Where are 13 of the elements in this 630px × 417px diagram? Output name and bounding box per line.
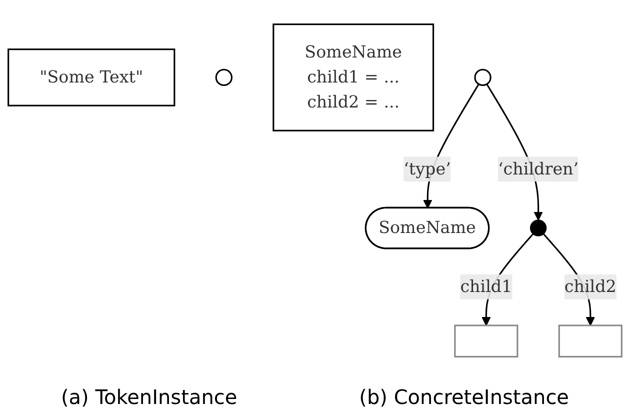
edge-label: ‘children’ — [498, 158, 579, 179]
node-circle — [474, 68, 492, 86]
subfigure-caption: (a) TokenInstance — [60, 385, 238, 409]
node-circle — [530, 220, 547, 236]
node-circle — [215, 68, 233, 86]
node-box: "Some Text" — [8, 48, 176, 106]
subfigure-caption: (b) ConcreteInstance — [359, 385, 569, 409]
edge-label: child2 — [564, 276, 616, 296]
node-box — [454, 324, 518, 358]
node-box: SomeName child1 = ... child2 = ... — [272, 24, 434, 132]
node-box — [558, 324, 622, 358]
edge-label: ‘type’ — [404, 158, 451, 179]
edge-label: child1 — [460, 276, 512, 296]
